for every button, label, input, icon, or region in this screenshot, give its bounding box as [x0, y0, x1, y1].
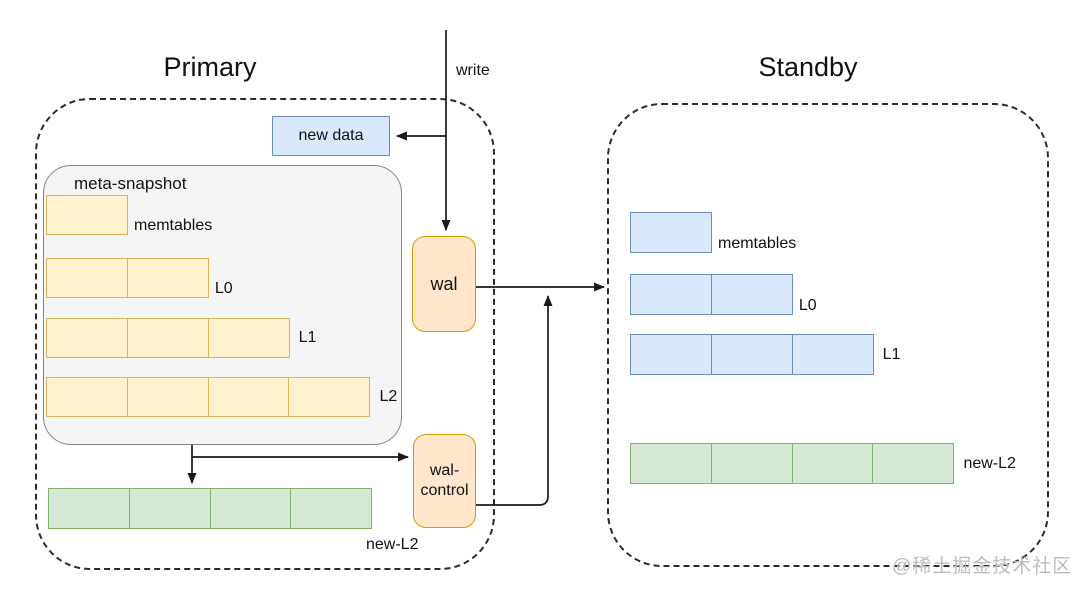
- primary-memtables-row: memtables: [46, 195, 212, 235]
- segment-cell: [290, 488, 373, 529]
- wal-box: wal: [412, 236, 476, 332]
- segment-cell: [710, 334, 793, 375]
- primary-l1-cells: [46, 318, 290, 358]
- wal-control-box: wal-control: [413, 434, 476, 528]
- primary-l2-row: L2: [46, 377, 397, 417]
- standby-memtables-row: memtables: [630, 212, 796, 253]
- segment-cell: [630, 274, 712, 315]
- meta-snapshot-title: meta-snapshot: [74, 174, 187, 193]
- segment-cell: [46, 377, 128, 417]
- standby-l0-label: L0: [798, 297, 817, 314]
- primary-memtables-cells: [46, 195, 128, 235]
- standby-new-l2-label: new-L2: [963, 454, 1016, 472]
- segment-cell: [46, 318, 128, 358]
- standby-l0-cells: [630, 274, 793, 315]
- standby-l1-label: L1: [882, 345, 901, 363]
- segment-cell: [710, 274, 793, 315]
- standby-l1-cells: [630, 334, 874, 375]
- standby-zone: [607, 103, 1049, 567]
- standby-new-l2-row: new-L2: [630, 443, 1016, 484]
- primary-l2-label: L2: [379, 388, 398, 405]
- segment-cell: [46, 258, 128, 298]
- segment-cell: [207, 318, 290, 358]
- primary-l0-row: L0: [46, 258, 233, 298]
- standby-title: Standby: [758, 52, 858, 82]
- primary-title: Primary: [163, 52, 257, 82]
- segment-cell: [630, 334, 712, 375]
- primary-l1-label: L1: [298, 329, 317, 346]
- standby-l1-row: L1: [630, 334, 900, 375]
- primary-l1-row: L1: [46, 318, 316, 358]
- segment-cell: [126, 258, 209, 298]
- segment-cell: [46, 195, 128, 235]
- segment-cell: [630, 212, 712, 253]
- primary-new-l2-cells: [48, 488, 373, 529]
- wal-control-to-standby-arrow: [476, 295, 553, 506]
- primary-l2-cells: [46, 377, 371, 417]
- segment-cell: [288, 377, 371, 417]
- segment-cell: [872, 443, 955, 484]
- segment-cell: [48, 488, 130, 529]
- primary-memtables-label: memtables: [134, 217, 213, 234]
- segment-cell: [791, 334, 874, 375]
- segment-cell: [710, 443, 793, 484]
- new-data-box: new data: [272, 116, 390, 156]
- standby-l0-row: L0: [630, 274, 817, 315]
- segment-cell: [126, 318, 209, 358]
- segment-cell: [791, 443, 874, 484]
- primary-new-l2-label: new-L2: [366, 536, 419, 553]
- standby-memtables-cells: [630, 212, 712, 253]
- standby-new-l2-cells: [630, 443, 955, 484]
- standby-memtables-label: memtables: [718, 235, 797, 252]
- segment-cell: [207, 377, 290, 417]
- watermark: @稀土掘金技术社区: [892, 556, 1073, 577]
- segment-cell: [209, 488, 292, 529]
- segment-cell: [630, 443, 712, 484]
- primary-l0-label: L0: [214, 280, 233, 297]
- write-label: write: [456, 62, 490, 79]
- primary-new-l2-row: [48, 488, 373, 529]
- primary-zone: [35, 98, 495, 570]
- segment-cell: [128, 488, 211, 529]
- segment-cell: [126, 377, 209, 417]
- primary-l0-cells: [46, 258, 209, 298]
